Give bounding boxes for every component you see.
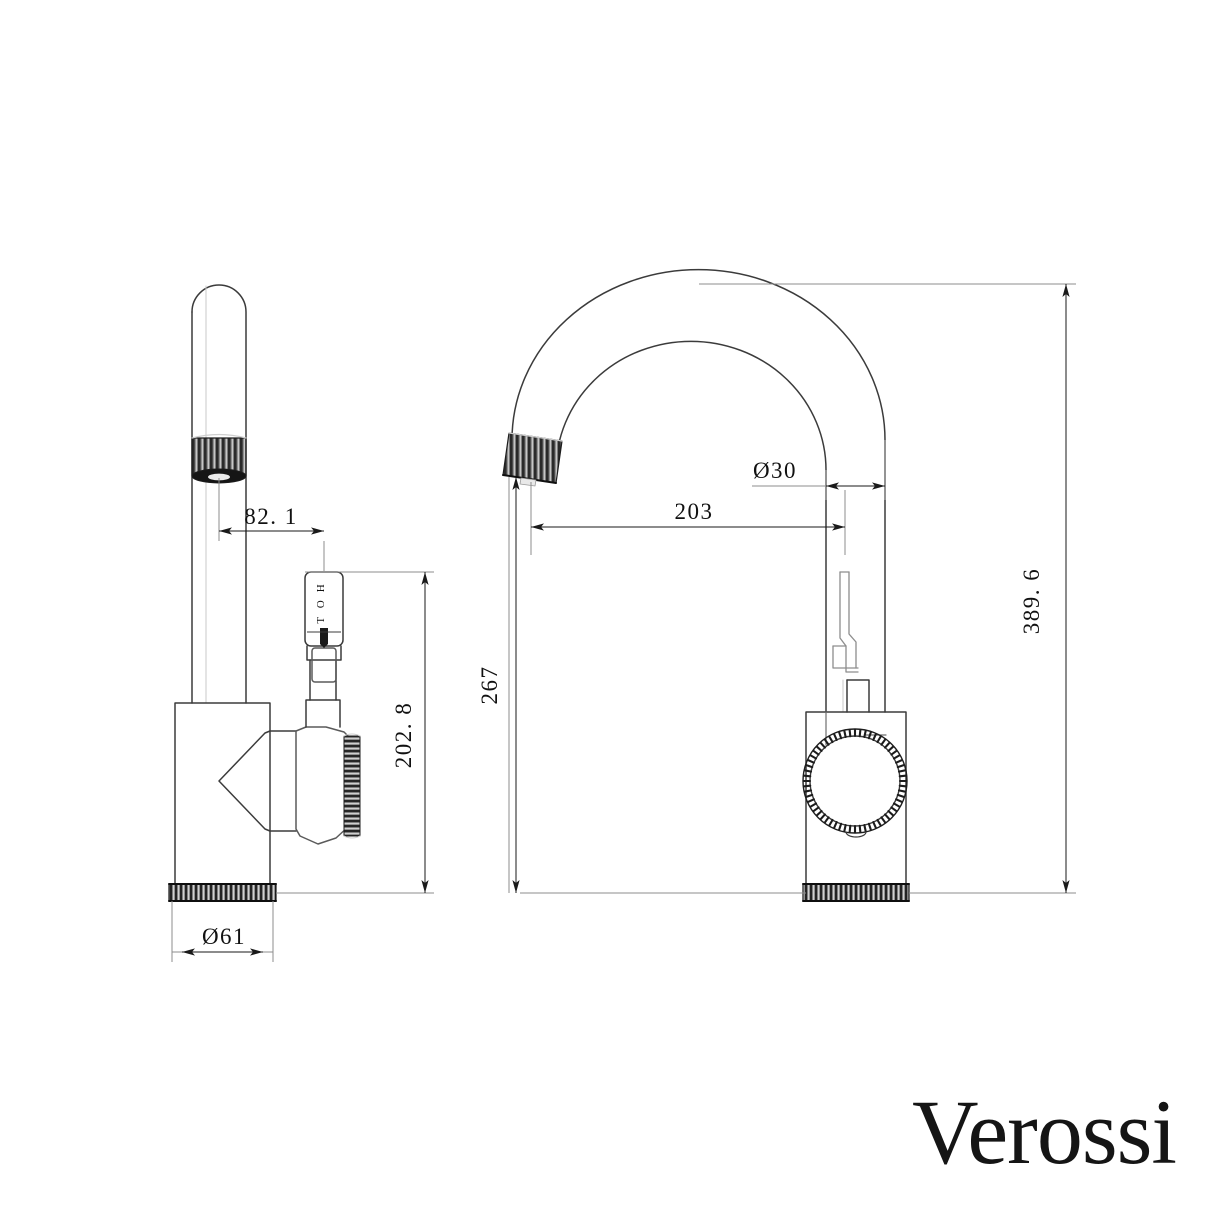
handle-hot-marking: H O T (307, 584, 341, 648)
dim-82-1-geometry (218, 478, 325, 571)
handle-marking-h: H (315, 584, 327, 592)
dim-203-label: 203 (675, 499, 714, 524)
handle-marking-o: O (315, 600, 327, 608)
dim-202-8-geometry (276, 571, 434, 894)
dim-d61-geometry (171, 901, 274, 962)
dim-203-geometry (530, 482, 846, 555)
dim-202-8-label: 202. 8 (391, 702, 416, 769)
handle-flow-symbol (320, 628, 328, 648)
front-view-faucet (502, 268, 910, 902)
dim-267-geometry (508, 477, 806, 894)
dim-82-1-label: 82. 1 (244, 504, 298, 529)
handle-marking-t: T (315, 616, 327, 623)
dim-d30-geometry (752, 440, 886, 500)
brand-logo: Verossi (912, 1081, 1177, 1183)
dim-389-6-geometry (699, 283, 1076, 894)
side-view-faucet (168, 284, 361, 902)
dim-389-6-label: 389. 6 (1019, 568, 1044, 635)
dim-267-label: 267 (477, 666, 502, 705)
dimension-labels: 82. 1 202. 8 Ø61 267 203 Ø30 389. 6 (202, 458, 1044, 949)
dim-d61-label: Ø61 (202, 924, 246, 949)
dim-d30-label: Ø30 (753, 458, 797, 483)
